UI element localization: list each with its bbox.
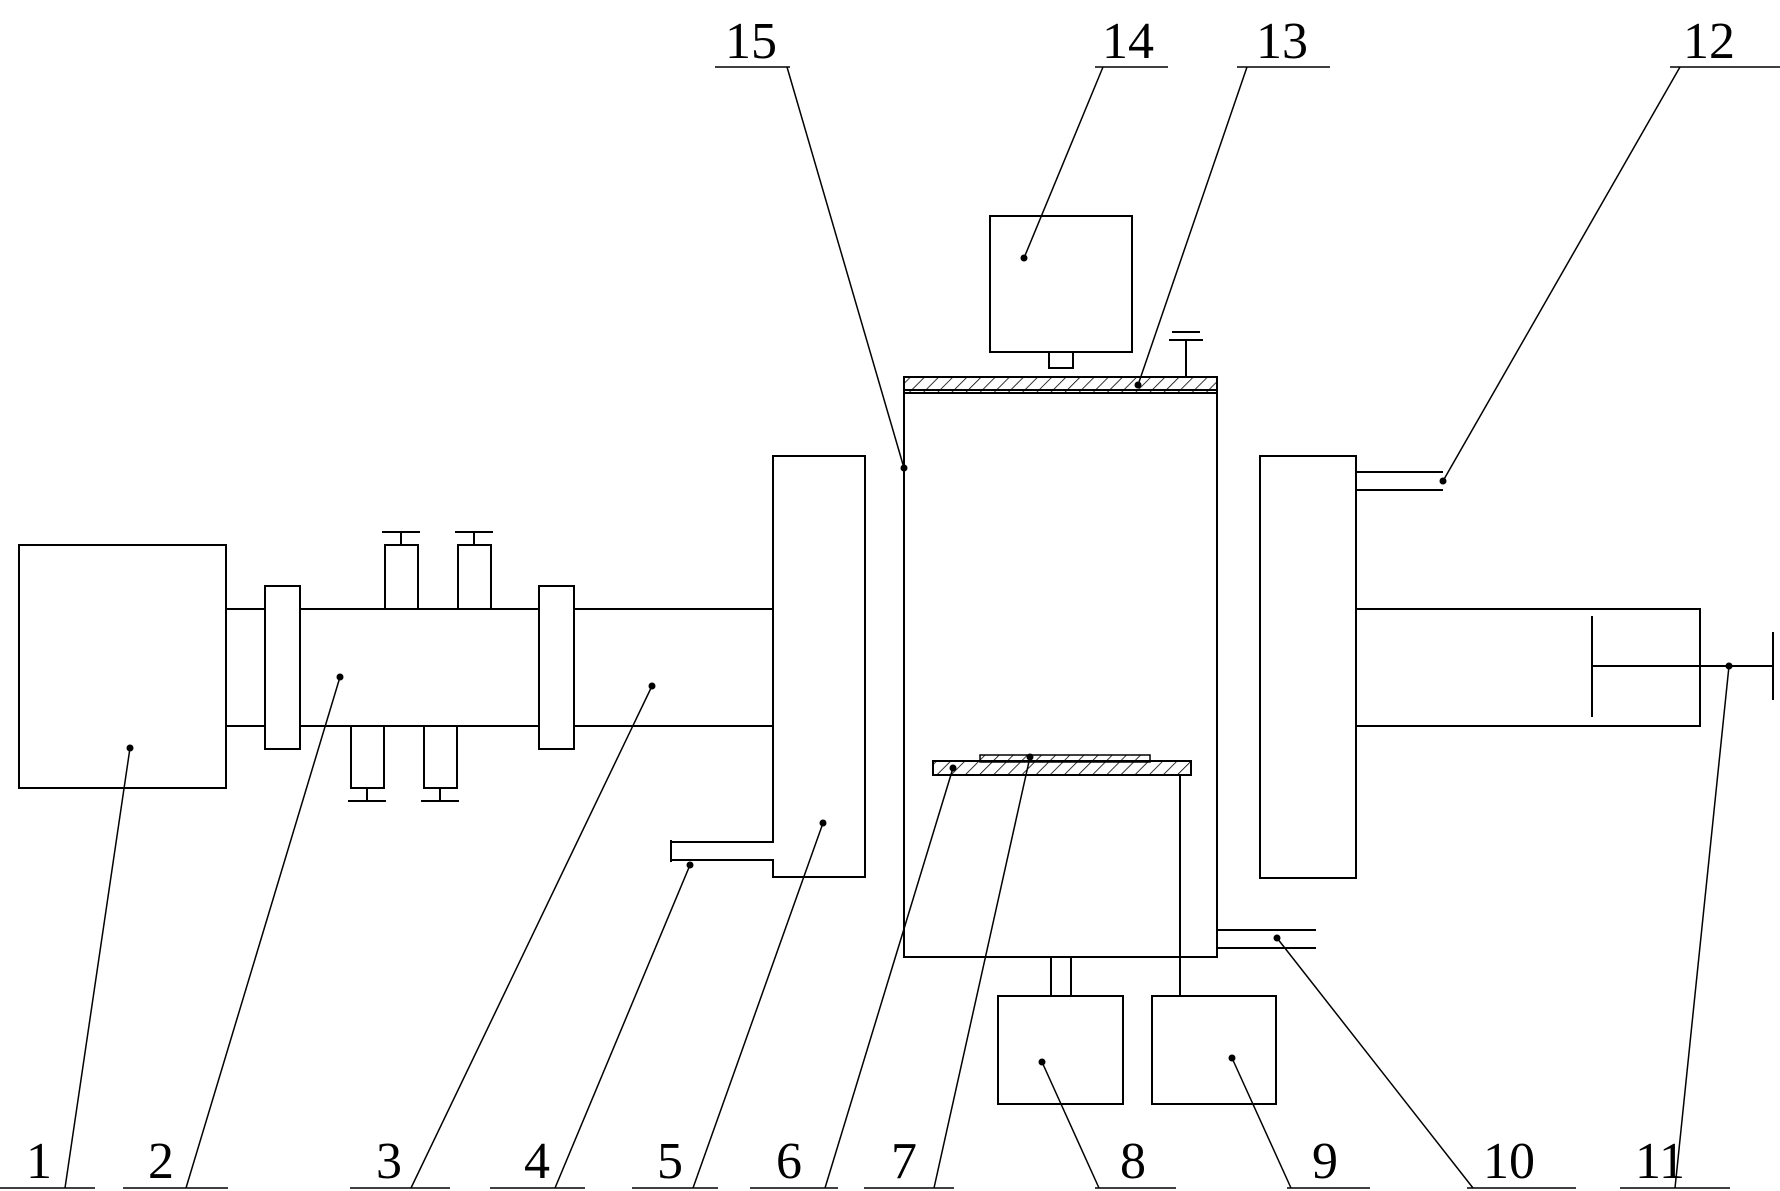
bottom-valves [348, 725, 459, 802]
label-4: 4 [524, 1133, 550, 1190]
component-1-block [18, 544, 227, 789]
label-14: 14 [1102, 13, 1154, 70]
label-7: 7 [891, 1133, 917, 1190]
label-13: 13 [1256, 13, 1308, 70]
component-8-box [997, 995, 1124, 1105]
label-10: 10 [1483, 1133, 1535, 1190]
leader-lines [64, 66, 1733, 1189]
label-11: 11 [1635, 1133, 1685, 1190]
flange-left [264, 585, 301, 750]
label-3: 3 [376, 1133, 402, 1190]
component-14-box [989, 215, 1133, 353]
component-2-3-tube [226, 608, 773, 727]
component-13-top-plate [903, 376, 1218, 394]
label-8: 8 [1120, 1133, 1146, 1190]
component-9-box [1151, 995, 1277, 1105]
label-6: 6 [776, 1133, 802, 1190]
label-9: 9 [1312, 1133, 1338, 1190]
flange-right [538, 585, 575, 750]
label-1: 1 [26, 1133, 52, 1190]
label-12: 12 [1683, 13, 1735, 70]
component-12-box [1259, 455, 1443, 879]
label-5: 5 [657, 1133, 683, 1190]
component-11-cylinder [1356, 608, 1774, 727]
component-8-connector [1050, 957, 1072, 996]
component-5-box [671, 455, 866, 878]
label-underlines [0, 66, 1780, 1189]
top-port [1169, 331, 1203, 377]
label-15: 15 [725, 13, 777, 70]
component-10-outlet [1217, 929, 1316, 949]
label-2: 2 [148, 1133, 174, 1190]
component-14-neck [1048, 351, 1074, 369]
component-7-sample [979, 754, 1151, 763]
component-6-stage [932, 760, 1192, 776]
component-15-chamber [903, 389, 1218, 958]
top-valves [382, 531, 493, 610]
